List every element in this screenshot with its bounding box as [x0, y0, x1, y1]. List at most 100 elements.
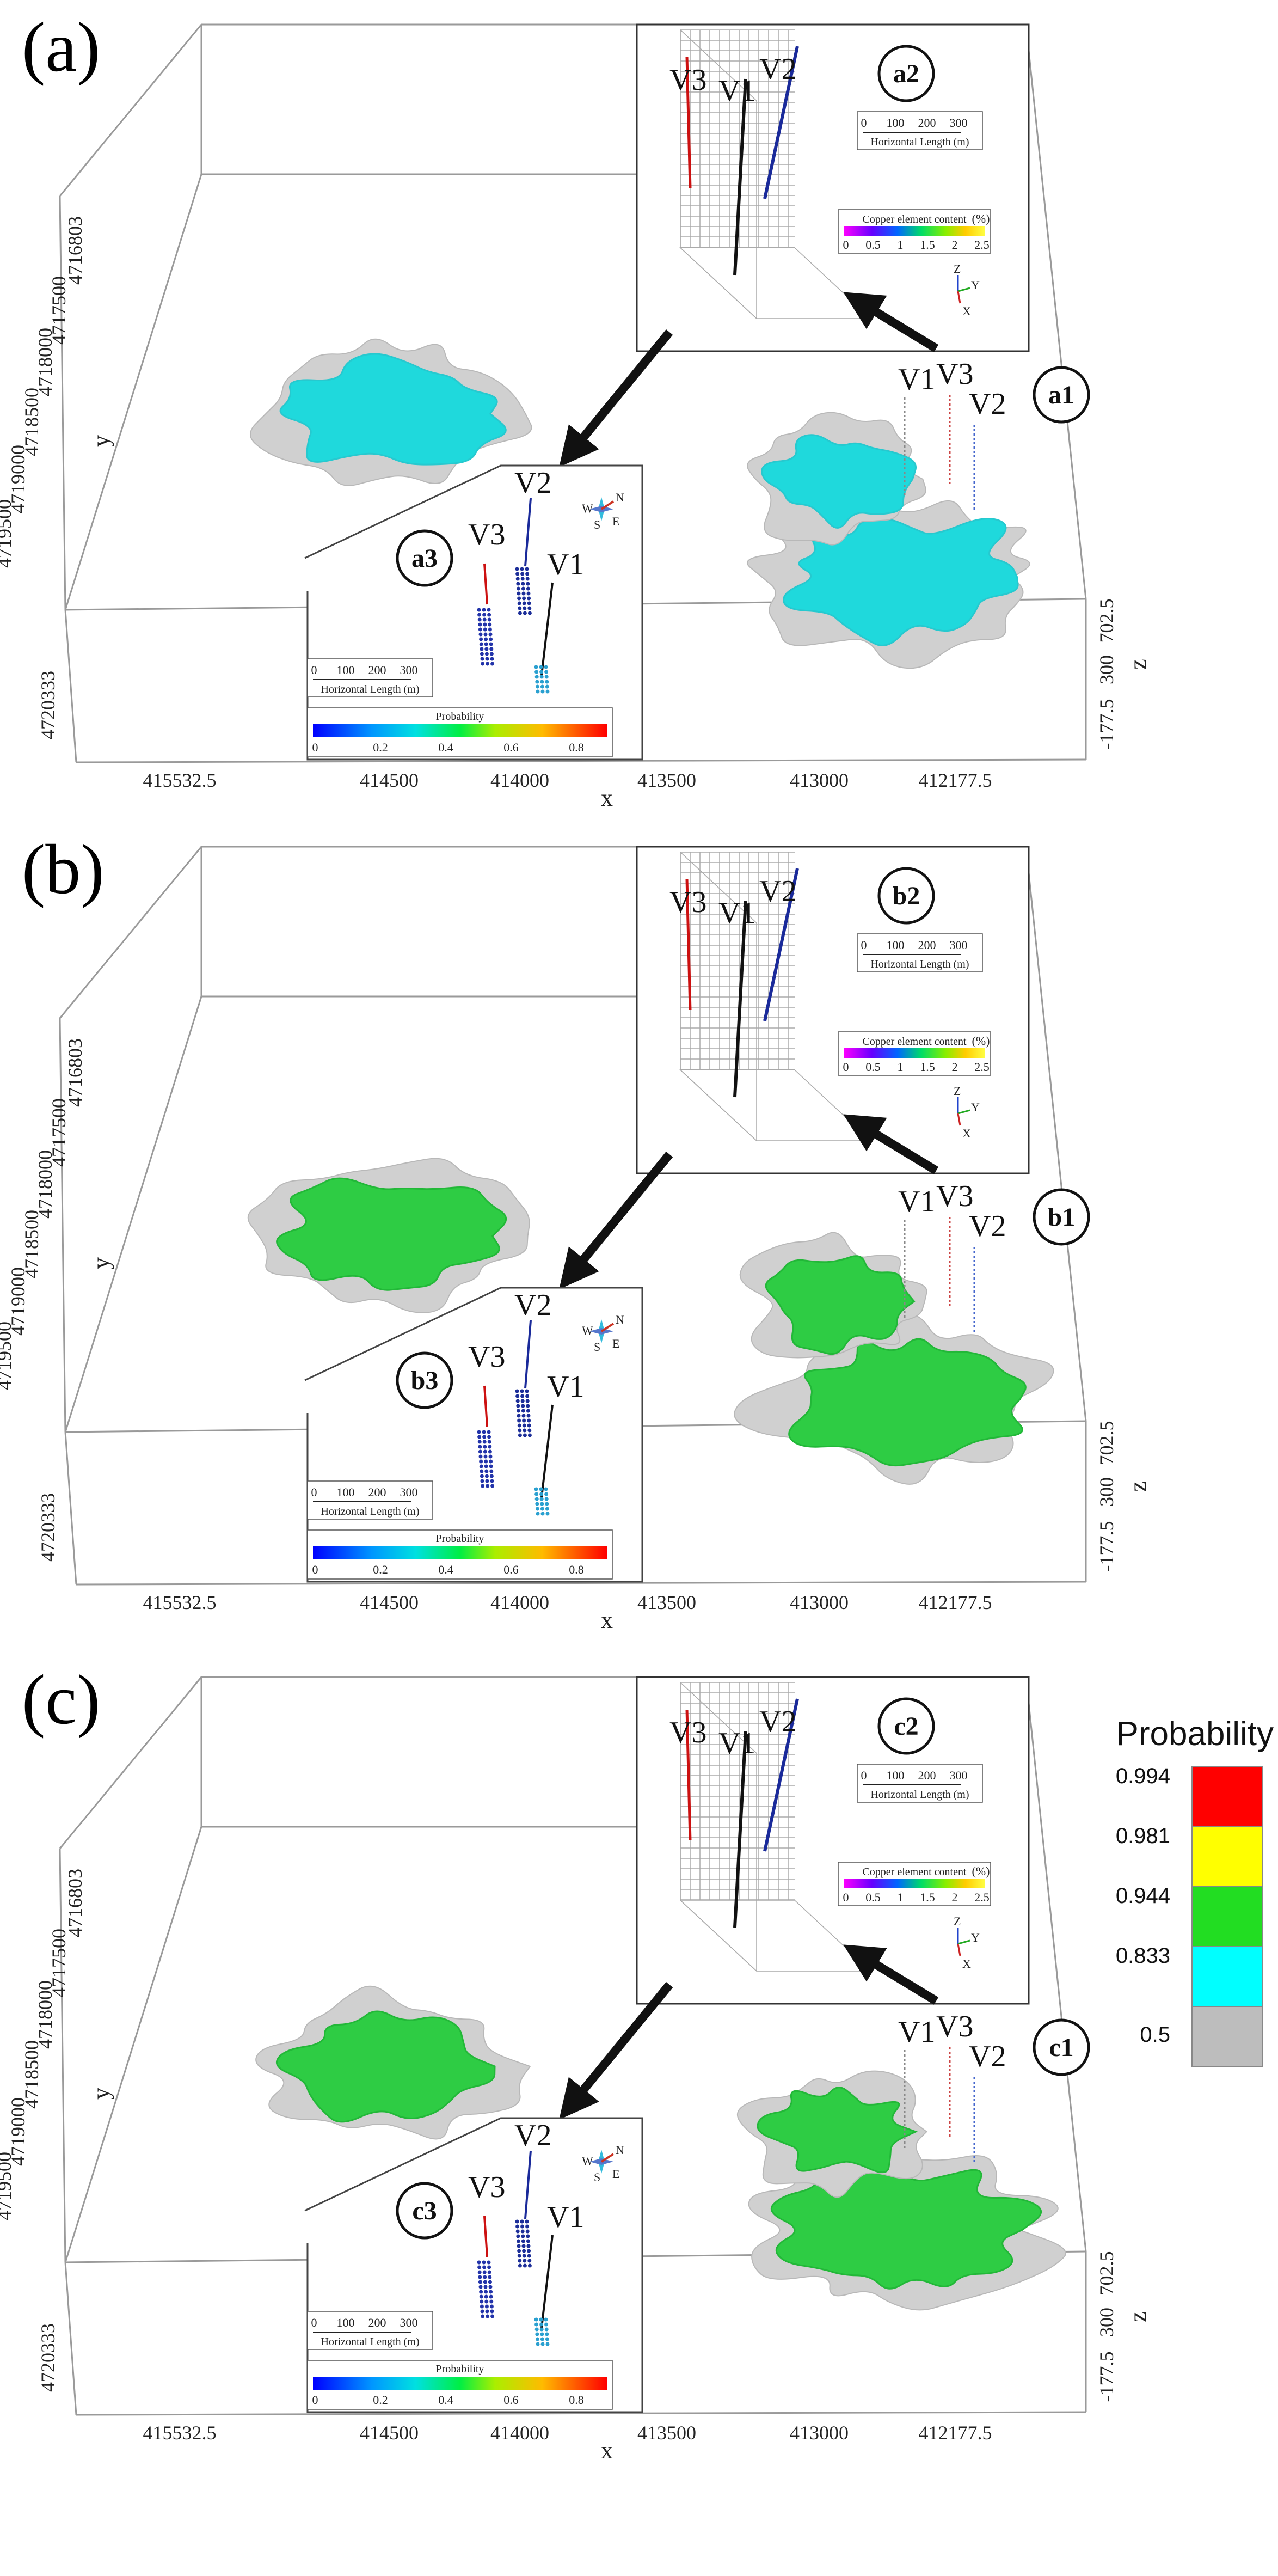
- box-edge: [64, 1826, 202, 2263]
- panel-letter: (a): [22, 8, 100, 87]
- inset-p3-v1-label: V1: [547, 548, 584, 582]
- scale-tick: 300: [400, 663, 418, 677]
- vein-label-v2: V2: [969, 387, 1006, 421]
- probability-bar-tick: 0.4: [438, 1563, 453, 1576]
- circle-label-p2-text: a2: [893, 59, 919, 88]
- arrow-p2-to-p3: [559, 1981, 673, 2120]
- circle-label-p1: a1: [1033, 366, 1090, 424]
- inset-p3-v2-label: V2: [514, 1288, 551, 1322]
- circle-label-p3-text: c3: [412, 2196, 437, 2225]
- compass-w: W: [582, 1324, 593, 1337]
- triad-y: Y: [971, 278, 980, 292]
- vein-label-v1: V1: [898, 363, 935, 396]
- y-tick-label: 4717500: [48, 1929, 70, 1997]
- copper-bar-tick: 1: [898, 238, 904, 252]
- compass-n: N: [616, 1313, 624, 1326]
- box-edge: [1025, 1676, 1087, 2252]
- z-tick-label: -177.5: [1096, 1521, 1117, 1572]
- circle-label-p1-text: c1: [1049, 2033, 1073, 2062]
- y-tick-label: 4719000: [7, 1267, 29, 1336]
- inset-v2-line: [763, 868, 799, 1021]
- legend-label: 0.5: [1140, 2023, 1170, 2047]
- legend-title: Probability: [1116, 1715, 1274, 1753]
- box-edge: [59, 195, 66, 610]
- copper-bar-tick: 1.5: [920, 238, 935, 252]
- x-tick-label: 415532.5: [143, 769, 217, 791]
- inset-p2-v3-label: V3: [669, 63, 706, 97]
- box-edge: [64, 174, 202, 610]
- copper-bar-unit: (%): [972, 1034, 990, 1048]
- circle-label-p3-text: a3: [411, 544, 438, 573]
- x-tick-label: 415532.5: [143, 1592, 217, 1613]
- arrow-p2-to-p3: [559, 1151, 673, 1289]
- arrow-p1-to-p2: [843, 1944, 939, 2005]
- box-edge: [1025, 846, 1087, 1422]
- y-axis-title: y: [88, 435, 114, 447]
- circle-label-p1-text: a1: [1048, 381, 1074, 409]
- compass-e: E: [612, 2167, 619, 2181]
- scale-tick: 200: [368, 663, 386, 677]
- probability-bar-tick: 0: [312, 741, 318, 754]
- scale-tick: 100: [887, 116, 905, 130]
- panel-c: (c)4716803471750047180004718500471900047…: [0, 1661, 1151, 2464]
- isosurface-core: [761, 434, 917, 529]
- z-tick-label: -177.5: [1096, 699, 1117, 750]
- z-axis-title: z: [1125, 1481, 1151, 1492]
- vein-label-v2: V2: [969, 1209, 1006, 1243]
- copper-bar-tick: 0: [843, 238, 849, 252]
- scale-tick: 300: [950, 116, 968, 130]
- circle-label-p3-text: b3: [411, 1366, 439, 1395]
- panel-letter: (c): [22, 1661, 100, 1739]
- inset-v3-line: [685, 1709, 692, 1841]
- copper-bar-tick: 2: [952, 238, 958, 252]
- x-tick-label: 414500: [360, 2422, 419, 2444]
- y-tick-label: 4720333: [37, 1493, 59, 1562]
- copper-bar-tick: 1.5: [920, 1890, 935, 1904]
- scale-label: Horizontal Length (m): [321, 683, 419, 695]
- copper-bar-tick: 2: [952, 1890, 958, 1904]
- isosurface-core: [279, 353, 507, 466]
- y-tick-label: 4719500: [0, 1321, 15, 1390]
- legend-label: 0.944: [1116, 1884, 1170, 1908]
- scale-label: Horizontal Length (m): [870, 136, 969, 148]
- box-edge: [64, 996, 202, 1433]
- y-tick-label: 4716803: [64, 216, 86, 285]
- inset-p2-v2-label: V2: [759, 1705, 796, 1739]
- box-edge: [59, 24, 202, 197]
- legend-label: 0.981: [1116, 1824, 1170, 1848]
- inset-p2-frame: [636, 23, 1030, 352]
- circle-label-p1: c1: [1033, 2018, 1090, 2076]
- x-axis-title: x: [601, 2437, 613, 2464]
- x-tick-label: 412177.5: [919, 769, 992, 791]
- legend-label: 0.994: [1116, 1764, 1170, 1788]
- x-tick-label: 414500: [360, 1592, 419, 1613]
- inset-v2-line: [763, 46, 799, 199]
- legend-swatch: [1191, 1766, 1263, 1827]
- x-tick-label: 414000: [490, 1592, 549, 1613]
- scale-label: Horizontal Length (m): [321, 2336, 419, 2348]
- isosurface-core: [783, 517, 1019, 646]
- inset-v1-line: [733, 1731, 747, 1928]
- y-tick-label: 4718500: [21, 1210, 42, 1278]
- compass-s: S: [594, 518, 600, 531]
- box-edge: [1025, 24, 1087, 599]
- box-edge: [59, 1018, 66, 1433]
- inset-p2-v2-label: V2: [759, 874, 796, 908]
- scale-label: Horizontal Length (m): [870, 1789, 969, 1801]
- y-tick-label: 4718500: [21, 388, 42, 456]
- x-tick-label: 413000: [790, 2422, 849, 2444]
- triad-z: Z: [954, 1914, 961, 1928]
- inset-p3-v1-label: V1: [547, 2200, 584, 2234]
- scale-tick: 200: [918, 116, 936, 130]
- probability-bar-tick: 0.2: [373, 741, 388, 754]
- circle-label-p1: b1: [1033, 1188, 1090, 1246]
- inset-p2-v3-label: V3: [669, 1716, 706, 1749]
- x-tick-label: 413500: [637, 1592, 696, 1613]
- orebody-isosurfaces: [255, 1985, 1066, 2311]
- legend-label: 0.833: [1116, 1944, 1170, 1968]
- inset-p3-v3-label: V3: [468, 1340, 505, 1374]
